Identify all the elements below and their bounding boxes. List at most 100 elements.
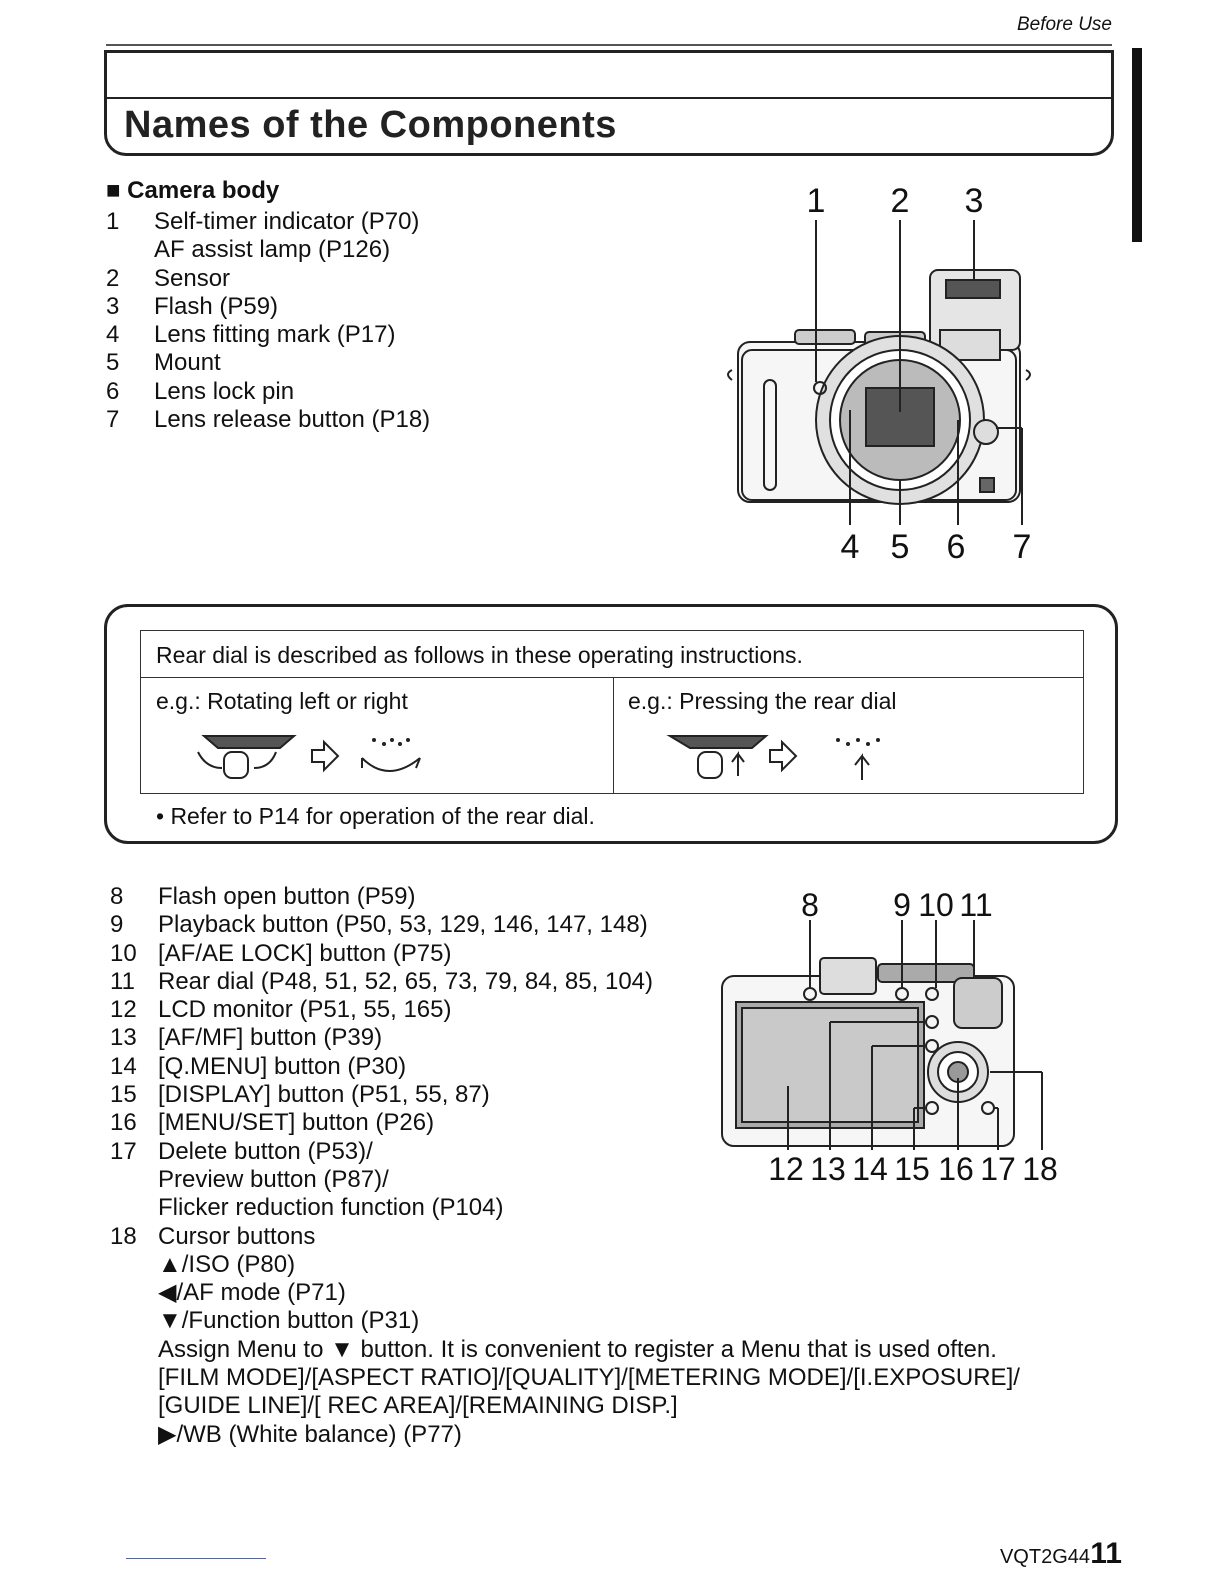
list-item-text: Cursor buttons <box>158 1222 316 1250</box>
list-item-text: Mount <box>154 349 221 377</box>
page-title: Names of the Components <box>124 104 617 146</box>
list-item: [FILM MODE]/[ASPECT RATIO]/[QUALITY]/[ME… <box>110 1364 1020 1392</box>
list-item-text: Delete button (P53)/ <box>158 1137 373 1165</box>
list-item-number: 6 <box>106 377 120 405</box>
callout-10: 10 <box>918 887 954 923</box>
bullet-square-icon: ■ <box>106 177 121 204</box>
list-item-text: Self-timer indicator (P70) <box>154 208 420 235</box>
list-item-number <box>110 1336 158 1364</box>
list-item: ▼/Function button (P31) <box>110 1307 1020 1335</box>
list-item-number: 18 <box>110 1222 137 1250</box>
callout-13: 13 <box>810 1151 846 1187</box>
rear-leader-lines <box>787 920 1043 1150</box>
callout-5: 5 <box>891 528 910 566</box>
list-item: 17 Delete button (P53)/ <box>110 1138 1020 1166</box>
callout-14: 14 <box>852 1151 888 1187</box>
camera-body-heading-text: Camera body <box>127 177 280 204</box>
front-camera-diagram: 1 2 3 4 5 6 7 <box>727 182 1032 566</box>
list-item-text: [Q.MENU] button (P30) <box>158 1052 407 1080</box>
callout-6: 6 <box>947 528 966 566</box>
list-item-text: [FILM MODE]/[ASPECT RATIO]/[QUALITY]/[ME… <box>158 1364 1020 1392</box>
list-item-text: Flicker reduction function (P104) <box>158 1194 504 1222</box>
list-item-number <box>110 1364 158 1392</box>
rear-dial-note-box <box>104 604 1118 844</box>
callout-9: 9 <box>893 887 911 923</box>
callout-18: 18 <box>1022 1151 1058 1187</box>
list-item-number: 16 <box>110 1109 137 1137</box>
list-item: 16[MENU/SET] button (P26) <box>110 1109 1020 1137</box>
note-intro: Rear dial is described as follows in the… <box>156 642 803 668</box>
list-item-text: Flash open button (P59) <box>158 883 416 910</box>
callout-3: 3 <box>965 182 984 220</box>
list-item-text: [DISPLAY] button (P51, 55, 87) <box>158 1081 490 1109</box>
callout-11: 11 <box>959 887 992 923</box>
list-item-number <box>110 1279 158 1307</box>
list-item-number: 15 <box>110 1081 137 1109</box>
footer-link-line <box>126 1558 266 1559</box>
list-item-text: Rear dial (P48, 51, 52, 65, 73, 79, 84, … <box>158 967 653 995</box>
list-item-number: 5 <box>106 349 120 377</box>
list-item-text: Lens release button (P18) <box>154 406 431 434</box>
list-item-number: 11 <box>110 967 135 995</box>
note-left-example: e.g.: Rotating left or right <box>156 688 408 714</box>
list-item-text: Flash (P59) <box>154 292 279 320</box>
list-item-number: 10 <box>110 939 137 967</box>
list-item-number: 17 <box>110 1137 137 1165</box>
rear-camera-illustration <box>721 957 1015 1147</box>
list-item-number <box>110 1307 158 1335</box>
list-item-number: 12 <box>110 996 137 1024</box>
list-item-number: 8 <box>110 883 124 910</box>
list-item-number <box>110 1166 158 1194</box>
callout-4: 4 <box>841 528 860 566</box>
front-camera-illustration <box>727 269 1031 505</box>
list-item-text: [AF/AE LOCK] button (P75) <box>158 939 452 967</box>
section-tag: Before Use <box>1016 14 1112 35</box>
list-item: 18 Cursor buttons <box>110 1223 1020 1251</box>
list-item-text: [GUIDE LINE]/[ REC AREA]/[REMAINING DISP… <box>158 1392 678 1420</box>
list-item-number: 14 <box>110 1052 137 1080</box>
list-item-text: [AF/MF] button (P39) <box>158 1024 383 1052</box>
rear-callout-numbers: 8 9 10 11 12 13 14 15 16 17 18 <box>768 887 1058 1187</box>
list-item: ◀/AF mode (P71) <box>110 1279 1020 1307</box>
front-leader-lines <box>815 220 1023 525</box>
callout-16: 16 <box>938 1151 974 1187</box>
camera-body-heading: ■ Camera body <box>106 177 279 205</box>
list-item: Preview button (P87)/ <box>110 1166 1020 1194</box>
list-item-number <box>110 1421 158 1449</box>
list-item-text: ▼/Function button (P31) <box>158 1307 420 1335</box>
front-callout-numbers: 1 2 3 4 5 6 7 <box>807 182 1032 566</box>
list-item-number: 2 <box>106 264 120 292</box>
list-item: 3 Flash (P59) <box>106 293 430 321</box>
document-code: VQT2G44 <box>999 1546 1090 1568</box>
rear-camera-diagram: 8 9 10 11 12 13 14 15 16 17 18 <box>721 887 1058 1187</box>
list-item: 8 Flash open button (P59) <box>110 883 1020 911</box>
list-item-text: ▶/WB (White balance) (P77) <box>158 1420 462 1448</box>
list-item: 11 Rear dial (P48, 51, 52, 65, 73, 79, 84… <box>110 968 1020 996</box>
page-side-tab <box>1132 48 1142 242</box>
list-item: 5 Mount <box>106 349 430 377</box>
list-item: 10 [AF/AE LOCK] button (P75) <box>110 940 1020 968</box>
list-item-number <box>110 1392 158 1420</box>
list-item-number: 4 <box>106 321 120 349</box>
list-item-text: Preview button (P87)/ <box>158 1165 389 1193</box>
list-item-text: ◀/AF mode (P71) <box>158 1279 346 1307</box>
list-item-text: ▲/ISO (P80) <box>158 1250 296 1278</box>
list-item-text: Playback button (P50, 53, 129, 146, 147,… <box>158 911 648 939</box>
list-item-number <box>106 236 154 264</box>
list-item: AF assist lamp (P126) <box>106 236 430 264</box>
callout-7: 7 <box>1013 528 1032 566</box>
press-dial-icon <box>666 735 880 780</box>
rotate-dial-icon <box>197 735 421 779</box>
list-item: [GUIDE LINE]/[ REC AREA]/[REMAINING DISP… <box>110 1392 1020 1420</box>
note-refer: • Refer to P14 for operation of the rear… <box>156 803 595 829</box>
list-item-text: Lens fitting mark (P17) <box>154 321 396 349</box>
callout-15: 15 <box>894 1151 930 1187</box>
list-item-number: 3 <box>106 292 120 320</box>
